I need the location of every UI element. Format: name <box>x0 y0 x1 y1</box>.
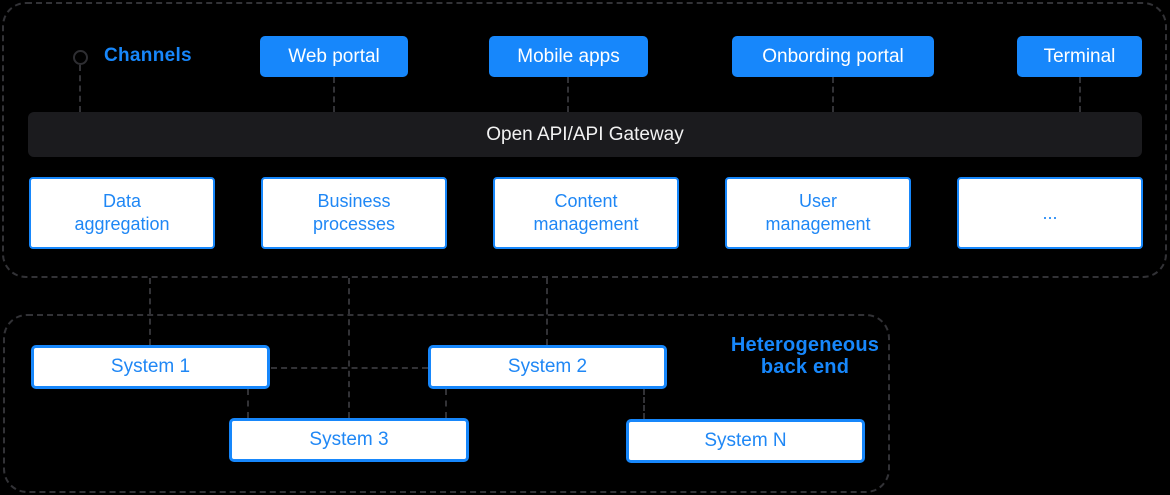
service-user-management: User management <box>725 177 911 249</box>
connector-panel-system1 <box>149 278 151 345</box>
connector-node-gateway <box>79 65 81 112</box>
connector-system1-system2 <box>271 367 428 369</box>
channel-onbording-portal: Onbording portal <box>732 36 934 77</box>
backend-panel <box>3 314 890 493</box>
backend-label: Heterogeneous back end <box>730 334 880 378</box>
system-3: System 3 <box>229 418 469 462</box>
service-ellipsis: ... <box>957 177 1143 249</box>
service-data-aggregation: Data aggregation <box>29 177 215 249</box>
connector-panel-system3 <box>348 278 350 418</box>
channels-panel <box>2 2 1167 278</box>
connector-terminal-gateway <box>1079 77 1081 112</box>
connector-panel-system2 <box>546 278 548 345</box>
service-content-management: Content management <box>493 177 679 249</box>
channel-node-icon <box>73 50 88 65</box>
system-n: System N <box>626 419 865 463</box>
channel-mobile-apps: Mobile apps <box>489 36 648 77</box>
connector-system1-system3 <box>247 389 249 418</box>
service-business-processes: Business processes <box>261 177 447 249</box>
channel-web-portal: Web portal <box>260 36 408 77</box>
connector-onbording-gateway <box>832 77 834 112</box>
api-gateway-bar: Open API/API Gateway <box>28 112 1142 157</box>
connector-system2-system3 <box>445 389 447 418</box>
system-1: System 1 <box>31 345 270 389</box>
channel-terminal: Terminal <box>1017 36 1142 77</box>
connector-mobileapps-gateway <box>567 77 569 112</box>
channels-label: Channels <box>104 45 192 66</box>
system-2: System 2 <box>428 345 667 389</box>
connector-webportal-gateway <box>333 77 335 112</box>
connector-system2-systemn <box>643 389 645 419</box>
